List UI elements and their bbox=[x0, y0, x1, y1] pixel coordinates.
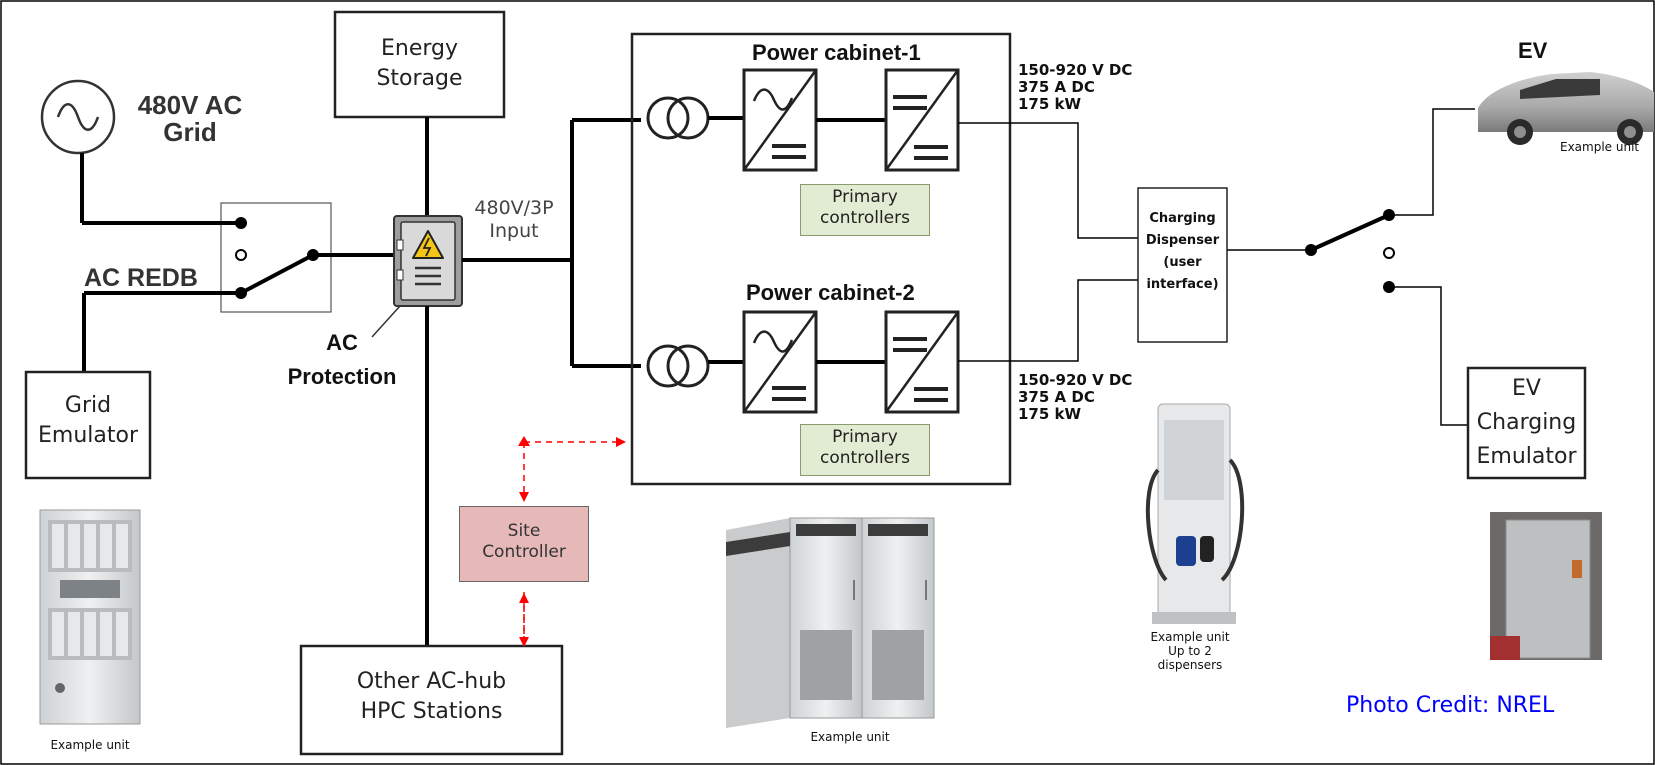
grid-source-label: 480V AC Grid bbox=[137, 90, 243, 147]
ev-caption: Example unit bbox=[1560, 140, 1640, 154]
ac-protection-label: AC Protection bbox=[287, 330, 397, 389]
energy-storage-box bbox=[333, 10, 506, 119]
power-cabinet-1-label: Power cabinet-1 bbox=[752, 40, 921, 65]
comm-link bbox=[519, 437, 626, 647]
switch-icon bbox=[1227, 209, 1395, 293]
input-label: 480V/3P Input bbox=[474, 197, 554, 242]
transformer-icon bbox=[646, 96, 710, 140]
cabinet-2-spec: 150-920 V DC 375 A DC 175 kW bbox=[1018, 371, 1133, 423]
other-stations-label: Other AC-hub HPC Stations bbox=[356, 669, 507, 724]
cabinet-1-spec: 150-920 V DC 375 A DC 175 kW bbox=[1018, 61, 1133, 113]
power-cabinet-2-label: Power cabinet-2 bbox=[746, 280, 915, 305]
other-stations-box bbox=[299, 644, 564, 756]
ev-emulator-box bbox=[1466, 366, 1587, 480]
primary-controllers-1: Primary controllers bbox=[800, 184, 930, 236]
transformer-icon bbox=[646, 344, 710, 388]
grid-emulator-caption: Example unit bbox=[50, 738, 130, 752]
power-cabinets-container bbox=[630, 32, 1012, 486]
ac-redb-label: AC REDB bbox=[84, 264, 198, 292]
photo-credit: Photo Credit: NREL bbox=[1346, 693, 1555, 718]
energy-storage-label: Energy Storage bbox=[376, 36, 463, 91]
ac-dc-converter-icon bbox=[742, 68, 818, 172]
cabinet-caption: Example unit bbox=[810, 730, 890, 744]
power-cabinet-photo bbox=[726, 517, 935, 728]
ac-source-icon bbox=[40, 79, 116, 155]
ev-emulator-photo bbox=[1490, 512, 1602, 660]
dc-dc-converter-icon bbox=[884, 310, 960, 414]
ac-dc-converter-icon bbox=[742, 310, 818, 414]
dispenser-photo bbox=[1145, 403, 1245, 624]
breaker-panel-icon bbox=[393, 215, 463, 307]
dispenser-caption: Example unit Up to 2 dispensers bbox=[1150, 630, 1230, 672]
ev-emulator-label: EV Charging Emulator bbox=[1476, 376, 1577, 469]
dc-dc-converter-icon bbox=[884, 68, 960, 172]
dispenser-label: Charging Dispenser (user interface) bbox=[1145, 211, 1220, 292]
ev-label: EV bbox=[1518, 38, 1548, 63]
site-controller-box: Site Controller bbox=[459, 506, 589, 582]
dispenser-box bbox=[1137, 187, 1228, 343]
grid-emulator-photo bbox=[39, 509, 141, 725]
ev-car-photo bbox=[1478, 72, 1654, 145]
switch-icon bbox=[80, 153, 319, 299]
grid-emulator-box bbox=[24, 370, 152, 480]
primary-controllers-2: Primary controllers bbox=[800, 424, 930, 476]
grid-emulator-label: Grid Emulator bbox=[38, 393, 138, 448]
